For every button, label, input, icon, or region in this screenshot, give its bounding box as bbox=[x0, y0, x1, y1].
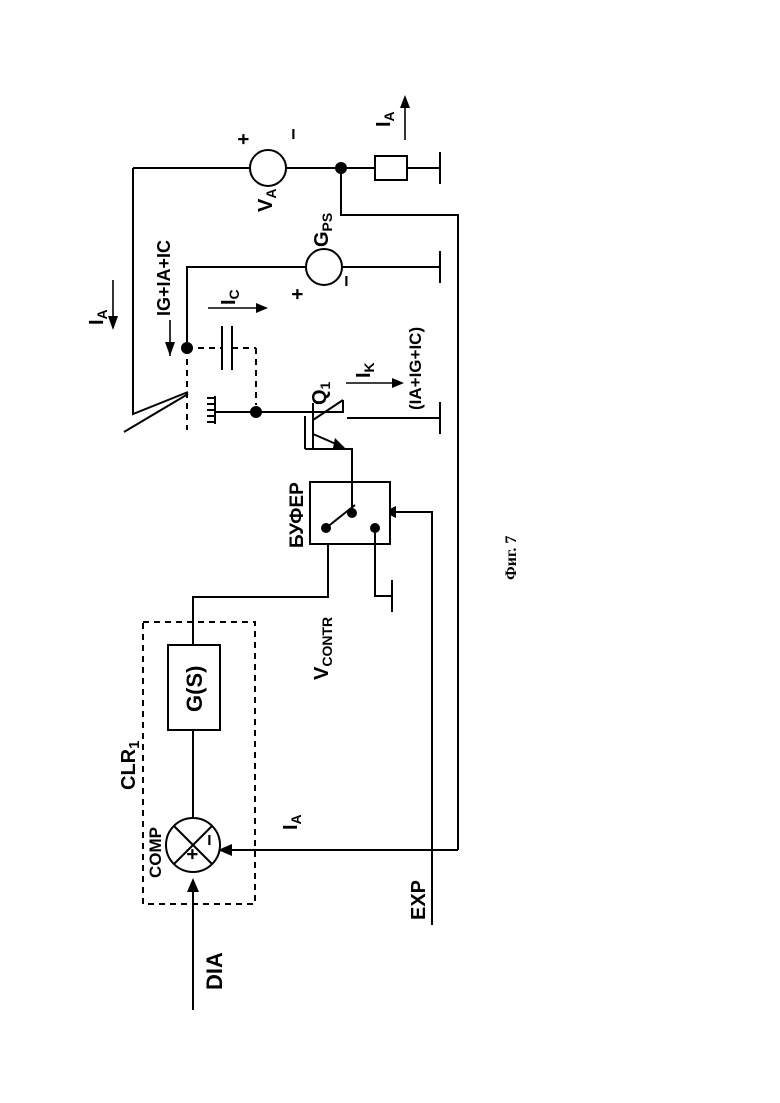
ig-ia-ic-label: IG+IA+IC bbox=[154, 240, 174, 316]
gs-label: G(S) bbox=[182, 666, 207, 712]
clr1-label: CLR1 bbox=[118, 741, 143, 790]
ik-label: IK bbox=[353, 362, 377, 378]
resistor bbox=[375, 156, 407, 180]
exp-label: EXP bbox=[408, 880, 430, 920]
va-plus: + bbox=[233, 133, 255, 145]
dia-label: DIA bbox=[202, 952, 227, 990]
ia-top-arrowhead bbox=[400, 95, 410, 108]
vcontr-label: VCONTR bbox=[311, 617, 335, 680]
ia-feedback-label: IA bbox=[280, 814, 304, 830]
q1-label: Q1 bbox=[309, 381, 333, 405]
va-minus: − bbox=[283, 128, 305, 140]
node-anode bbox=[181, 342, 193, 354]
ic-label: IC bbox=[218, 289, 242, 305]
ia-ig-ic-sum-label: (IA+IG+IC) bbox=[406, 327, 425, 410]
q1-emitter-arrow bbox=[333, 438, 347, 450]
ia-top-label: IA bbox=[373, 111, 397, 127]
ia-left-label: IA bbox=[86, 309, 110, 325]
comp-label: COMP bbox=[146, 827, 165, 878]
comparator-plus: + bbox=[182, 848, 204, 860]
buffer-contact-3 bbox=[370, 523, 380, 533]
buffer-label: БУФЕР bbox=[287, 482, 308, 548]
va-label: VA bbox=[255, 189, 279, 212]
ig-ia-ic-arrowhead bbox=[165, 342, 175, 356]
node-va bbox=[335, 162, 347, 174]
dia-arrow bbox=[187, 878, 199, 892]
ic-arrowhead bbox=[256, 303, 268, 313]
exp-wire bbox=[395, 512, 432, 925]
comparator-minus: − bbox=[199, 834, 221, 846]
gps-label: GPS bbox=[311, 213, 335, 247]
va-source bbox=[250, 150, 286, 186]
gps-minus: − bbox=[336, 275, 358, 287]
ik-arrowhead bbox=[392, 378, 404, 388]
gps-plus: + bbox=[287, 288, 309, 300]
vcontr-wire bbox=[193, 543, 328, 645]
node-collector bbox=[250, 406, 262, 418]
figure-caption: Фиг. 7 bbox=[503, 536, 520, 580]
